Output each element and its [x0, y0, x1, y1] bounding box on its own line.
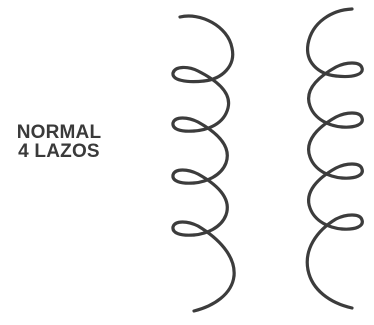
left-coil-top-tail	[180, 16, 233, 81]
left-coil-loop-3	[173, 170, 227, 235]
right-coil-top-tail	[308, 9, 352, 76]
left-coil	[173, 16, 234, 311]
right-coil	[307, 9, 362, 308]
right-coil-bottom-tail	[308, 270, 352, 308]
left-coil-bottom-tail	[194, 276, 234, 311]
left-coil-loop-2	[173, 118, 227, 183]
right-coil-loop-4	[307, 215, 362, 270]
left-coil-loop-4	[173, 222, 234, 276]
